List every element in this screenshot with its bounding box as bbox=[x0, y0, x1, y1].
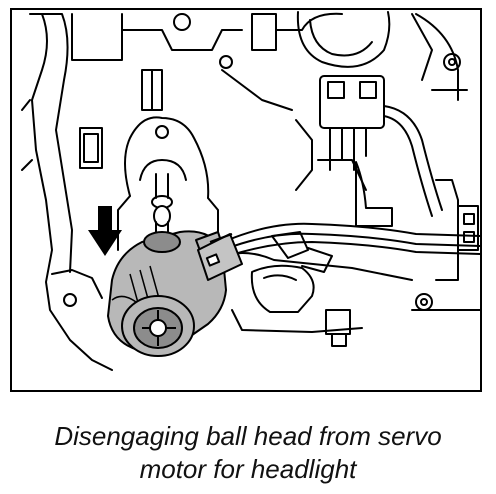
figure-caption: Disengaging ball head from servo motor f… bbox=[0, 420, 496, 486]
servo-wiring bbox=[227, 222, 480, 273]
caption-line-2: motor for headlight bbox=[139, 454, 357, 484]
caption-line-1: Disengaging ball head from servo bbox=[54, 421, 442, 451]
headlight-housing-top bbox=[71, 11, 468, 111]
mounting-bracket bbox=[117, 116, 219, 251]
illustration-frame bbox=[10, 8, 482, 392]
headlight-housing-left bbox=[21, 13, 113, 371]
motor-connector bbox=[319, 75, 443, 227]
down-arrow-icon bbox=[88, 206, 122, 256]
servo-plug bbox=[197, 233, 243, 281]
headlight-assembly-drawing bbox=[21, 11, 480, 371]
right-bracket bbox=[411, 179, 480, 311]
